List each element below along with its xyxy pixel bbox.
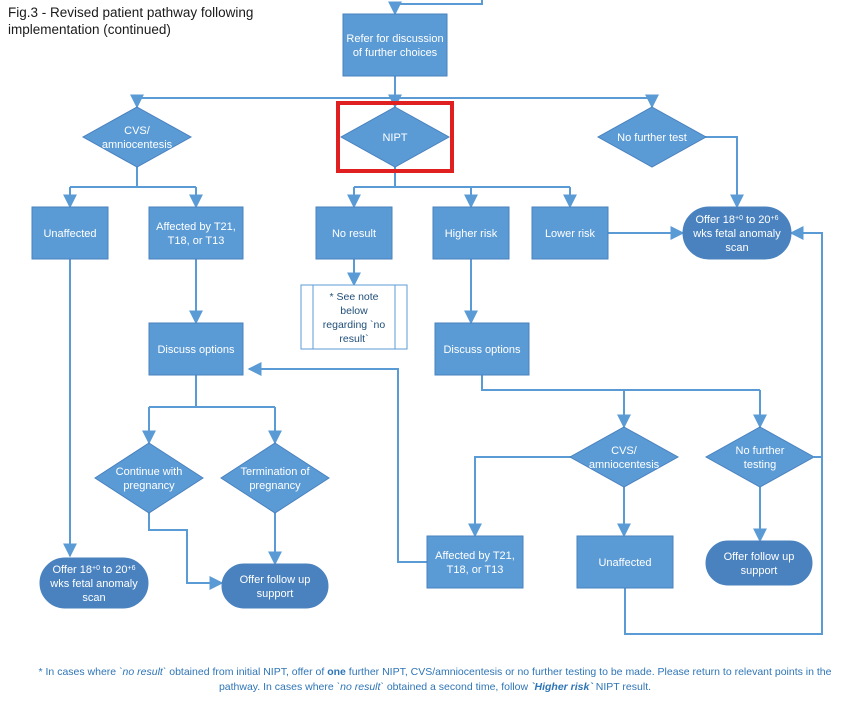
- footnote-part: NIPT result.: [592, 681, 652, 693]
- connector-line: [698, 136, 744, 209]
- node-unaffected-right: Unaffected: [576, 535, 674, 589]
- figure-caption: Fig.3 - Revised patient pathway followin…: [8, 5, 254, 37]
- connector-line: [481, 375, 760, 391]
- footnote-part: obtained from initial NIPT, offer of: [166, 666, 328, 678]
- node-label: Unaffected: [598, 557, 651, 569]
- node-label: No result: [332, 228, 376, 240]
- node-no-result: No result: [315, 206, 393, 260]
- node-affected-mid: Affected by T21,T18, or T13: [426, 535, 524, 589]
- connector-line: [247, 362, 427, 563]
- node-unaffected-left: Unaffected: [31, 206, 109, 260]
- node-label: Unaffected: [43, 228, 96, 240]
- node-label: Discuss options: [443, 344, 521, 356]
- footnote-part: obtained a second time, follow: [383, 681, 532, 693]
- node-affected-left: Affected by T21,T18, or T13: [148, 206, 244, 260]
- node-label: Affected by T21,T18, or T13: [435, 550, 515, 576]
- node-label: Discuss options: [157, 344, 235, 356]
- node-cvs-bottom: CVS/amniocentesis: [568, 426, 680, 488]
- connector-line: [388, 0, 483, 16]
- node-label: Lower risk: [545, 228, 596, 240]
- node-higher-risk: Higher risk: [432, 206, 510, 260]
- connector-line: [624, 226, 823, 635]
- footnote-part: one: [327, 666, 346, 678]
- node-nipt: NIPT: [339, 106, 451, 168]
- footnote: * In cases where `no result` obtained fr…: [30, 665, 840, 695]
- connector-lines: [63, 0, 823, 635]
- node-label: NIPT: [382, 132, 407, 144]
- node-label: CVS/amniocentesis: [102, 125, 173, 151]
- node-label: Affected by T21,T18, or T13: [156, 221, 236, 247]
- connector-line: [148, 513, 224, 590]
- node-label: CVS/amniocentesis: [589, 445, 660, 471]
- nipt-highlight-box: [336, 101, 454, 173]
- footnote-part: `Higher risk`: [531, 681, 593, 693]
- connector-line: [468, 456, 572, 538]
- footnote-part: * In cases where: [38, 666, 120, 678]
- node-cvs-top: CVS/amniocentesis: [81, 106, 193, 168]
- node-no-further-top: No further test: [596, 106, 708, 168]
- node-label: No further test: [617, 132, 687, 144]
- node-label: Higher risk: [445, 228, 498, 240]
- node-lower-risk: Lower risk: [531, 206, 609, 260]
- footnote-part: further NIPT, CVS/amniocentesis or no fu…: [218, 666, 832, 693]
- footnote-part: `no result`: [119, 666, 167, 678]
- node-discuss-left: Discuss options: [148, 322, 244, 376]
- node-discuss-mid: Discuss options: [434, 322, 530, 376]
- footnote-part: `no result`: [336, 681, 384, 693]
